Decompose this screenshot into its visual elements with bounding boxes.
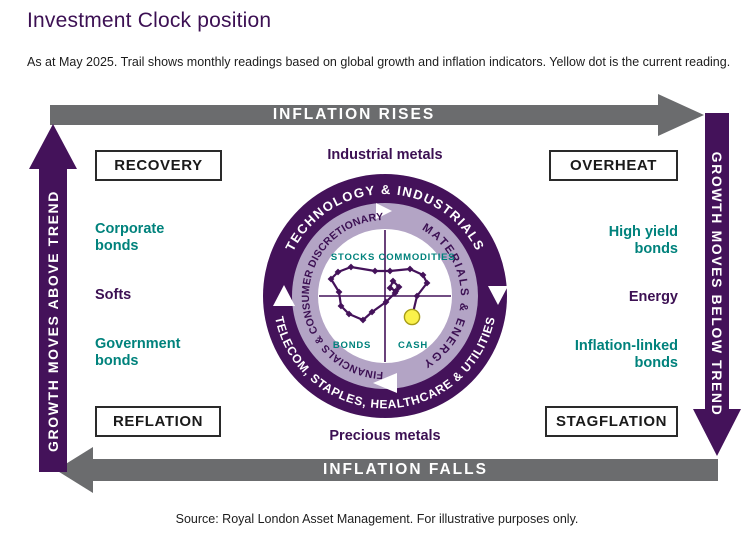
clockwise-arrow-bottom-icon bbox=[373, 373, 397, 393]
clockwise-arrow-right-icon bbox=[488, 286, 508, 305]
stagflation-box: STAGFLATION bbox=[545, 406, 678, 437]
growth-above-trend-label: GROWTH MOVES ABOVE TREND bbox=[45, 190, 61, 452]
page-title: Investment Clock position bbox=[27, 9, 272, 32]
inflation-rises-label: INFLATION RISES bbox=[272, 106, 436, 123]
current-reading-dot bbox=[403, 308, 421, 326]
growth-above-trend-arrowhead-icon bbox=[29, 124, 77, 169]
investment-clock: TECHNOLOGY & INDUSTRIALS TELECOM, STAPLE… bbox=[263, 174, 508, 418]
quadrant-cash: CASH bbox=[398, 340, 428, 351]
clockwise-arrow-top-icon bbox=[376, 203, 392, 219]
growth-below-trend-arrow bbox=[705, 113, 729, 409]
growth-above-trend-arrow bbox=[39, 169, 67, 472]
asset-energy: Energy bbox=[628, 289, 678, 305]
quadrant-commodities: COMMODITIES bbox=[379, 252, 456, 263]
asset-industrial-metals: Industrial metals bbox=[327, 147, 443, 163]
asset-precious-metals: Precious metals bbox=[329, 428, 441, 444]
recovery-box: RECOVERY bbox=[95, 150, 222, 181]
inflation-falls-arrow: INFLATION FALLS bbox=[93, 459, 718, 481]
asset-softs: Softs bbox=[95, 287, 132, 303]
growth-below-trend-arrowhead-icon bbox=[693, 409, 741, 456]
quadrant-bonds: BONDS bbox=[333, 340, 371, 351]
inflation-rises-arrowhead-icon bbox=[658, 94, 704, 136]
asset-government-bonds: Government bonds bbox=[95, 336, 181, 369]
clockwise-arrow-left-icon bbox=[273, 285, 295, 306]
inflation-falls-label: INFLATION FALLS bbox=[323, 461, 488, 478]
page-subtitle: As at May 2025. Trail shows monthly read… bbox=[27, 55, 731, 69]
growth-below-trend-label: GROWTH MOVES BELOW TREND bbox=[709, 151, 725, 417]
inflation-rises-arrow: INFLATION RISES bbox=[50, 105, 658, 125]
reflation-box: REFLATION bbox=[95, 406, 221, 437]
quadrant-stocks: STOCKS bbox=[331, 252, 375, 263]
source-note: Source: Royal London Asset Management. F… bbox=[175, 512, 579, 526]
overheat-box: OVERHEAT bbox=[549, 150, 678, 181]
asset-high-yield-bonds: High yield bonds bbox=[608, 224, 678, 257]
asset-corporate-bonds: Corporate bonds bbox=[95, 221, 165, 254]
asset-inflation-linked-bonds: Inflation-linked bonds bbox=[574, 338, 678, 371]
